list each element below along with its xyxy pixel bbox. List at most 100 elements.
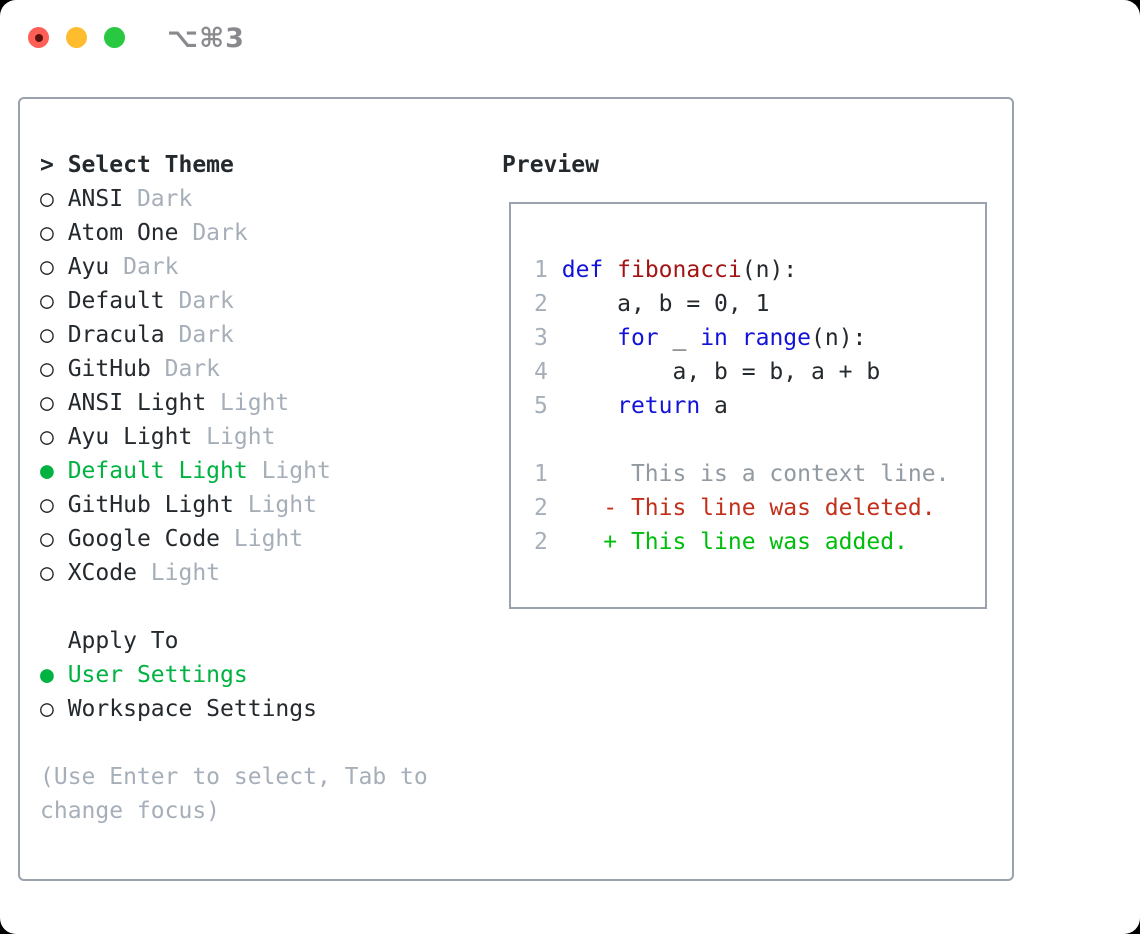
main-panel: > Select Theme ○ ANSI Dark○ Atom One Dar… [18, 97, 1014, 881]
radio-icon: ○ [40, 526, 68, 552]
line-number: 2 [534, 529, 548, 555]
theme-variant: Light [220, 526, 304, 552]
code-line: 2 a, b = 0, 1 [534, 287, 985, 321]
code-token [728, 325, 742, 351]
diff-text: This is a context line. [547, 461, 950, 487]
radio-selected-icon: ● [40, 662, 68, 688]
theme-variant: Dark [150, 356, 221, 382]
diff-line-add: 2 + This line was added. [534, 525, 985, 559]
code-token [548, 393, 617, 419]
code-token: a, b = b, a + b [547, 359, 881, 385]
diff-line-ctx: 1 This is a context line. [534, 457, 985, 491]
radio-icon: ○ [40, 186, 68, 212]
apply-to-indent [40, 628, 68, 654]
radio-icon: ○ [40, 254, 68, 280]
radio-icon: ○ [40, 322, 68, 348]
close-button[interactable] [28, 27, 49, 48]
code-token: a [700, 393, 728, 419]
code-token: (n): [741, 257, 798, 283]
code-token: return [617, 393, 701, 419]
theme-variant: Dark [164, 288, 234, 314]
theme-item-xcode[interactable]: ○ XCode Light [40, 556, 480, 590]
code-token: a, b = 0, 1 [547, 291, 770, 317]
line-number: 2 [534, 291, 548, 317]
preview-header: Preview [502, 152, 599, 178]
spacer [40, 726, 480, 760]
theme-item-github-light[interactable]: ○ GitHub Light Light [40, 488, 480, 522]
radio-icon: ○ [40, 560, 68, 586]
radio-selected-icon: ● [40, 458, 68, 484]
code-token: range [741, 325, 812, 351]
radio-icon: ○ [40, 220, 68, 246]
diff-preview: 1 This is a context line.2 - This line w… [534, 457, 985, 559]
theme-item-github[interactable]: ○ GitHub Dark [40, 352, 480, 386]
spacer [534, 423, 985, 457]
theme-name: GitHub [67, 356, 151, 382]
theme-item-ayu[interactable]: ○ Ayu Dark [40, 250, 480, 284]
apply-option-label: Workspace Settings [67, 696, 317, 722]
theme-item-dracula[interactable]: ○ Dracula Dark [40, 318, 480, 352]
code-token [548, 325, 617, 351]
theme-variant: Light [206, 390, 290, 416]
code-token: fibonacci [617, 257, 742, 283]
line-number: 4 [534, 359, 548, 385]
apply-option-label: User Settings [67, 662, 248, 688]
code-token [548, 257, 562, 283]
line-number: 3 [534, 325, 548, 351]
theme-name: Ayu Light [67, 424, 193, 450]
theme-name: Google Code [67, 526, 221, 552]
theme-variant: Light [233, 492, 317, 518]
radio-icon: ○ [40, 288, 68, 314]
select-theme-title: Select Theme [67, 152, 234, 178]
radio-icon: ○ [40, 492, 68, 518]
theme-name: GitHub Light [67, 492, 234, 518]
theme-item-default-light[interactable]: ● Default Light Light [40, 454, 480, 488]
code-token: def [561, 257, 604, 283]
theme-name: XCode [67, 560, 137, 586]
theme-variant: Dark [164, 322, 234, 348]
line-number: 2 [534, 495, 548, 521]
theme-variant: Dark [178, 220, 248, 246]
theme-variant: Light [192, 424, 276, 450]
minimize-button[interactable] [66, 27, 87, 48]
theme-name: ANSI Light [67, 390, 207, 416]
theme-variant: Dark [109, 254, 179, 280]
code-line: 5 return a [534, 389, 985, 423]
theme-name: Default Light [67, 458, 248, 484]
apply-option-user-settings[interactable]: ● User Settings [40, 658, 480, 692]
theme-variant: Dark [123, 186, 193, 212]
radio-icon: ○ [40, 424, 68, 450]
theme-item-ansi-light[interactable]: ○ ANSI Light Light [40, 386, 480, 420]
theme-item-default[interactable]: ○ Default Dark [40, 284, 480, 318]
code-line: 4 a, b = b, a + b [534, 355, 985, 389]
theme-variant: Light [136, 560, 221, 586]
theme-item-google-code[interactable]: ○ Google Code Light [40, 522, 480, 556]
theme-name: Default [67, 288, 165, 314]
theme-variant: Light [247, 458, 331, 484]
theme-item-ansi[interactable]: ○ ANSI Dark [40, 182, 480, 216]
theme-name: Dracula [67, 322, 165, 348]
hint-text: (Use Enter to select, Tab to change focu… [40, 764, 428, 824]
theme-name: Atom One [67, 220, 179, 246]
theme-name: Ayu [67, 254, 110, 280]
window-title: ⌥⌘3 [167, 23, 245, 54]
line-number: 5 [534, 393, 548, 419]
code-token: (n): [811, 325, 867, 351]
theme-item-atom-one[interactable]: ○ Atom One Dark [40, 216, 480, 250]
theme-name: ANSI [67, 186, 124, 212]
maximize-button[interactable] [104, 27, 125, 48]
code-token: _ [658, 325, 701, 351]
radio-icon: ○ [40, 696, 68, 722]
code-line: 1 def fibonacci(n): [534, 253, 985, 287]
apply-option-workspace-settings[interactable]: ○ Workspace Settings [40, 692, 480, 726]
line-number: 1 [534, 461, 548, 487]
diff-line-del: 2 - This line was deleted. [534, 491, 985, 525]
focus-caret-icon: > [40, 152, 68, 178]
code-line: 3 for _ in range(n): [534, 321, 985, 355]
spacer [40, 590, 480, 624]
theme-item-ayu-light[interactable]: ○ Ayu Light Light [40, 420, 480, 454]
theme-column: > Select Theme ○ ANSI Dark○ Atom One Dar… [40, 148, 480, 828]
